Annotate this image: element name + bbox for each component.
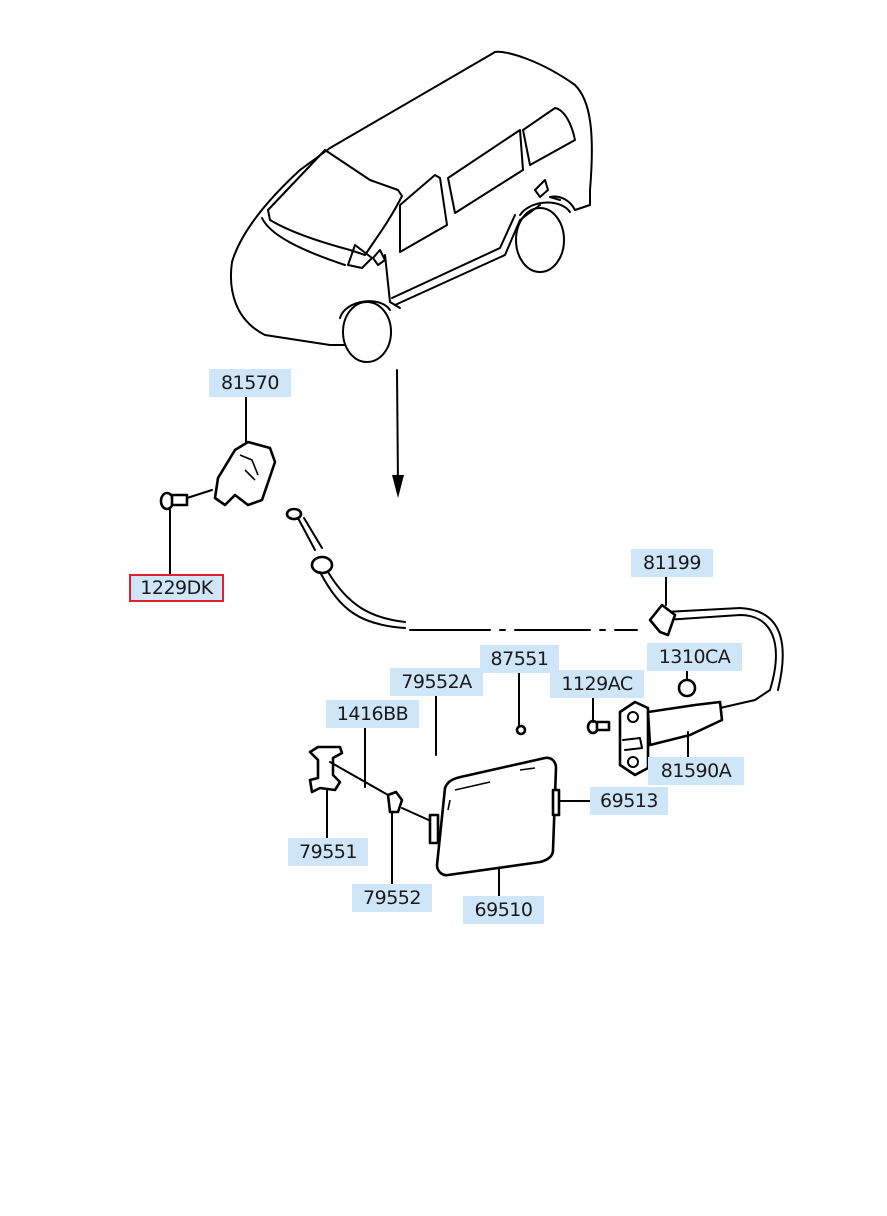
direction-arrow (392, 369, 404, 498)
part-1129AC-drawing (586, 719, 611, 735)
part-label-79552[interactable]: 79552 (352, 884, 432, 912)
part-label-1310CA[interactable]: 1310CA (647, 643, 742, 671)
vehicle-outline (230, 50, 593, 363)
part-label-87551[interactable]: 87551 (480, 645, 559, 673)
part-label-79551[interactable]: 79551 (288, 838, 368, 866)
part-label-1416BB[interactable]: 1416BB (326, 700, 419, 728)
part-label-1229DK[interactable]: 1229DK (129, 574, 224, 602)
part-79551-drawing (308, 745, 389, 796)
part-label-81199[interactable]: 81199 (631, 549, 713, 577)
part-label-81570[interactable]: 81570 (209, 369, 291, 397)
part-label-81590A[interactable]: 81590A (648, 757, 744, 785)
part-1229DK-drawing (159, 489, 213, 511)
part-69510-drawing (428, 756, 561, 877)
part-label-1129AC[interactable]: 1129AC (550, 670, 644, 698)
part-79552-drawing (386, 790, 434, 823)
part-87551-drawing (515, 724, 527, 736)
part-label-69510[interactable]: 69510 (463, 896, 544, 924)
part-81570-drawing (213, 440, 277, 507)
part-label-79552A[interactable]: 79552A (390, 668, 483, 696)
part-label-69513[interactable]: 69513 (590, 787, 668, 815)
release-cable-drawing (285, 507, 784, 709)
leader-lines (169, 395, 689, 897)
part-1310CA-drawing (677, 678, 697, 698)
